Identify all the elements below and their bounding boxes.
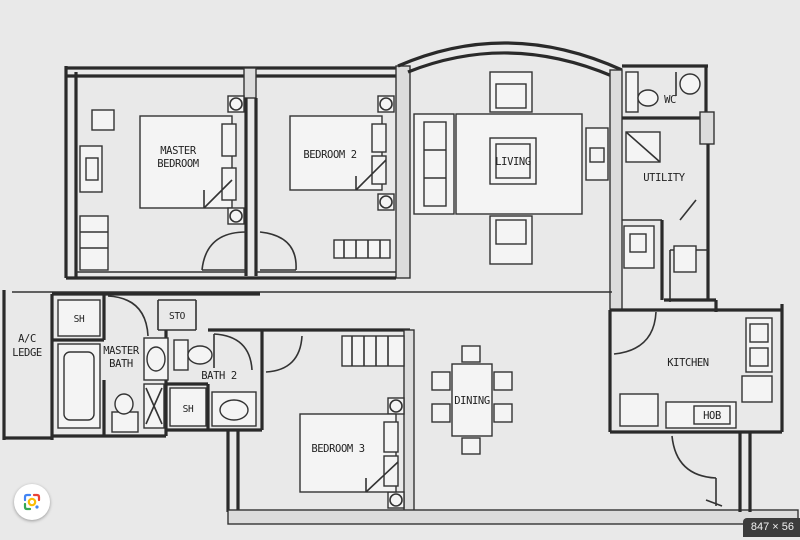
label-sh-master: SH — [74, 314, 85, 325]
master-shower — [57, 299, 101, 337]
bedroom-2-bed — [289, 115, 383, 191]
image-size-badge: 847 × 56 — [742, 518, 800, 537]
room-labels: MASTER BEDROOM BEDROOM 2 LIVING WC UTILI… — [12, 94, 721, 455]
master-bath — [57, 295, 169, 433]
bedroom-3 — [265, 335, 405, 493]
label-kitchen: KITCHEN — [667, 357, 709, 369]
label-utility: UTILITY — [643, 172, 686, 184]
bath-2-shower — [169, 387, 207, 427]
bedroom-2 — [259, 115, 391, 271]
dining-table — [451, 363, 493, 437]
dining-area — [431, 345, 513, 455]
label-master-bath-1: MASTER — [103, 345, 140, 357]
master-bedroom — [79, 109, 247, 271]
columns — [227, 95, 405, 509]
label-bedroom-3: BEDROOM 3 — [311, 443, 364, 455]
exterior-walls — [12, 41, 715, 311]
lower-walls — [226, 249, 799, 525]
label-wc: WC — [664, 94, 676, 106]
google-lens-icon — [23, 493, 41, 511]
label-dining: DINING — [454, 395, 490, 407]
label-sto: STO — [169, 311, 186, 322]
wc-utility — [623, 71, 701, 273]
label-sh-bath2: SH — [183, 404, 194, 415]
label-bath-2: BATH 2 — [201, 370, 237, 382]
label-hob: HOB — [703, 410, 721, 422]
label-master-bedroom-2: BEDROOM — [157, 158, 199, 170]
hob — [693, 405, 731, 425]
label-master-bedroom-1: MASTER — [160, 145, 197, 157]
label-master-bath-2: BATH — [109, 358, 133, 370]
google-lens-button[interactable] — [14, 484, 50, 520]
bath-wing-walls — [2, 290, 262, 440]
label-living: LIVING — [495, 156, 531, 168]
label-ac-ledge-2: LEDGE — [12, 347, 42, 359]
master-wardrobe — [79, 215, 109, 271]
bedroom-2-cabinet — [333, 239, 391, 259]
living-room — [413, 71, 609, 265]
master-bed — [139, 115, 233, 209]
master-chair — [91, 109, 115, 131]
bath-2 — [169, 333, 257, 427]
kitchen — [613, 311, 773, 507]
label-ac-ledge-1: A/C — [18, 333, 36, 345]
label-bedroom-2: BEDROOM 2 — [303, 149, 356, 161]
